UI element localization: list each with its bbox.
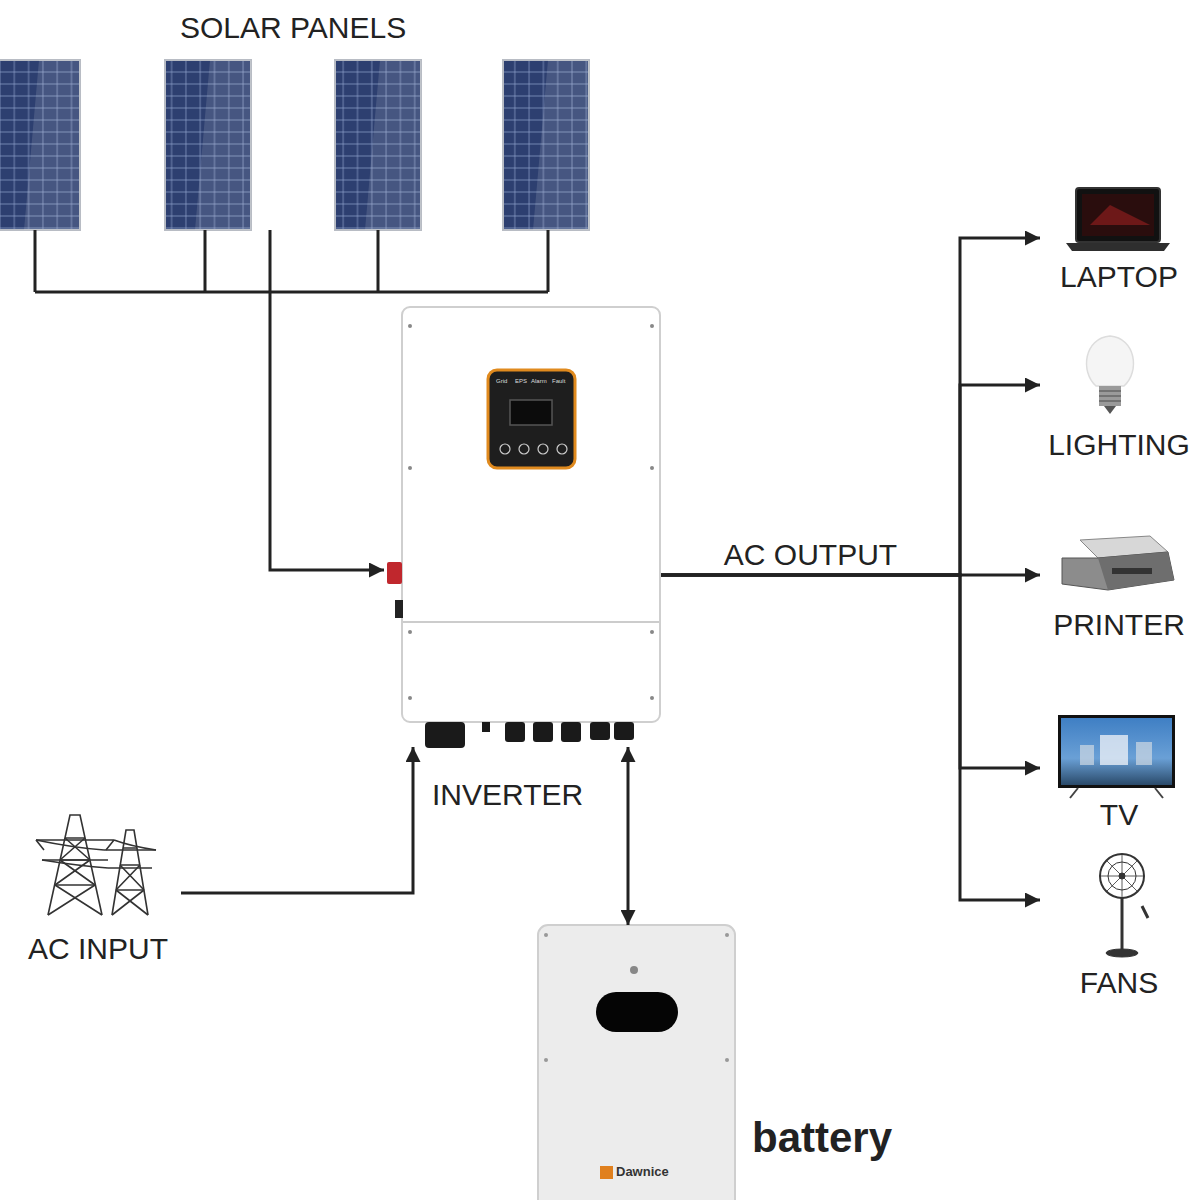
node-label: INVERTER xyxy=(432,778,583,811)
panel-wiring xyxy=(35,230,548,292)
grid-input: AC INPUT xyxy=(15,800,181,970)
connector xyxy=(661,238,1040,575)
load-tv: TV xyxy=(1040,710,1198,835)
solar-panel xyxy=(0,60,589,230)
fan-icon xyxy=(1100,854,1148,957)
connector xyxy=(181,747,413,893)
node-label: SOLAR PANELS xyxy=(180,11,406,44)
inverter-unit xyxy=(387,307,660,748)
tv-icon xyxy=(1058,715,1175,798)
node-label: battery xyxy=(752,1115,892,1161)
connector xyxy=(661,385,1040,575)
inverter: INVERTER xyxy=(384,307,661,747)
node-label: TV xyxy=(1100,798,1138,831)
load-fan: FANS xyxy=(1040,850,1198,1005)
connector xyxy=(270,230,384,570)
battery: battery xyxy=(536,925,737,1200)
laptop-icon xyxy=(1066,188,1170,251)
battery-unit xyxy=(538,925,735,1200)
load-printer: PRINTER xyxy=(1040,530,1198,645)
connector xyxy=(627,747,630,925)
node-label: AC INPUT xyxy=(28,932,168,965)
indicator-label: EPS xyxy=(515,378,527,384)
edge-label: AC OUTPUT xyxy=(720,538,901,571)
connector xyxy=(661,575,1040,768)
node-label: LAPTOP xyxy=(1060,260,1178,293)
indicator-label: Grid xyxy=(496,378,507,384)
load-lighting: LIGHTING xyxy=(1040,330,1198,465)
indicator-label: Alarm xyxy=(531,378,547,384)
connector xyxy=(661,575,1040,900)
node-label: PRINTER xyxy=(1053,608,1185,641)
load-laptop: LAPTOP xyxy=(1040,180,1198,300)
bulb-icon xyxy=(1087,336,1134,414)
node-label: LIGHTING xyxy=(1048,428,1190,461)
brand-logo: Dawnice xyxy=(616,1165,669,1178)
printer-icon xyxy=(1062,536,1174,590)
power-pylon xyxy=(36,815,156,915)
solar-array: SOLAR PANELS xyxy=(0,55,592,230)
node-label: FANS xyxy=(1080,966,1158,999)
indicator-label: Fault xyxy=(552,378,565,384)
